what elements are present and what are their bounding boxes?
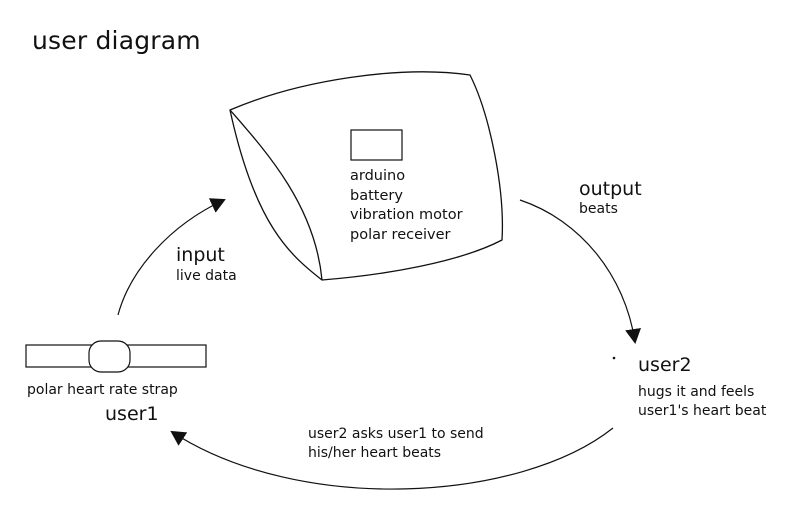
feedback-arrow xyxy=(170,427,614,490)
pillow-device-shape xyxy=(229,71,504,281)
strap-caption: polar heart rate strap xyxy=(27,382,178,398)
component-vibration-motor: vibration motor xyxy=(350,207,463,223)
heart-rate-strap-icon xyxy=(25,340,207,373)
feedback-line-2: his/her heart beats xyxy=(308,445,442,461)
output-label: output xyxy=(579,178,642,200)
output-arrow xyxy=(519,199,641,344)
feedback-text: user2 asks user1 to send his/her heart b… xyxy=(308,425,484,463)
user1-label: user1 xyxy=(105,403,159,425)
component-polar-receiver: polar receiver xyxy=(350,226,451,243)
output-detail: beats xyxy=(579,201,618,217)
component-battery: battery xyxy=(350,187,403,204)
input-label: input xyxy=(176,244,225,266)
arduino-board-icon xyxy=(350,129,403,161)
device-component-list: arduino battery vibration motor polar re… xyxy=(350,167,463,245)
component-arduino: arduino xyxy=(350,168,406,184)
feedback-line-1: user2 asks user1 to send xyxy=(308,426,484,442)
user2-action-text: hugs it and feels user1's heart beat xyxy=(638,383,766,421)
user2-action-line-2: user1's heart beat xyxy=(638,403,767,419)
user2-label: user2 xyxy=(638,354,692,376)
diagram-title: user diagram xyxy=(32,26,201,55)
input-detail: live data xyxy=(176,268,237,284)
user2-action-line-1: hugs it and feels xyxy=(638,384,755,400)
input-arrow xyxy=(117,198,226,316)
user2-dot xyxy=(612,356,616,360)
